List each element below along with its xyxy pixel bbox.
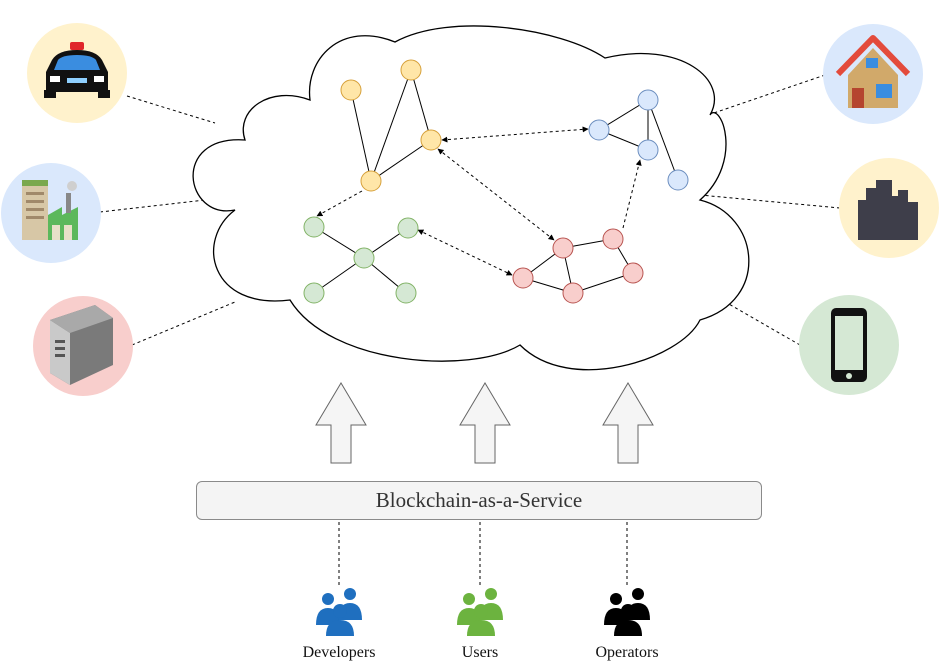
node-red	[552, 237, 574, 259]
operators-label: Operators	[595, 644, 659, 661]
users-icon	[457, 588, 503, 636]
up-arrow	[315, 382, 367, 464]
device-smartphone	[799, 295, 899, 395]
node-green	[303, 216, 325, 238]
baas-service-label: Blockchain-as-a-Service	[375, 488, 583, 512]
node-yellow	[360, 170, 382, 192]
up-arrow	[459, 382, 511, 464]
blockchain-cloud	[192, 25, 750, 371]
node-blue	[588, 119, 610, 141]
upward-arrows	[315, 382, 654, 464]
device-connectors	[99, 74, 841, 346]
node-green	[353, 247, 375, 269]
server-icon	[50, 305, 113, 385]
device-house	[823, 24, 923, 124]
developers-label: Developers	[302, 644, 376, 661]
node-yellow	[340, 79, 362, 101]
node-yellow	[400, 59, 422, 81]
device-police-car	[27, 23, 127, 123]
node-green	[395, 282, 417, 304]
device-city	[839, 158, 939, 258]
node-yellow	[420, 129, 442, 151]
city-icon	[858, 180, 918, 240]
house-icon	[835, 35, 911, 108]
network-nodes	[303, 59, 689, 304]
device-server	[33, 296, 133, 396]
device-factory	[1, 163, 101, 263]
node-blue	[637, 139, 659, 161]
baas-service-box: Blockchain-as-a-Service	[196, 481, 762, 520]
smartphone-icon	[831, 308, 867, 382]
node-blue	[637, 89, 659, 111]
users-label: Users	[461, 644, 499, 661]
node-red	[622, 262, 644, 284]
node-blue	[667, 169, 689, 191]
developers-icon	[316, 588, 362, 636]
factory-icon	[22, 180, 78, 240]
node-green	[397, 217, 419, 239]
stakeholder-connectors	[338, 522, 628, 588]
node-red	[562, 282, 584, 304]
inter-cluster-links	[316, 126, 642, 276]
node-green	[303, 282, 325, 304]
operators-icon	[604, 588, 650, 636]
police-car-icon	[44, 42, 110, 98]
node-red	[512, 267, 534, 289]
node-red	[602, 228, 624, 250]
up-arrow	[602, 382, 654, 464]
